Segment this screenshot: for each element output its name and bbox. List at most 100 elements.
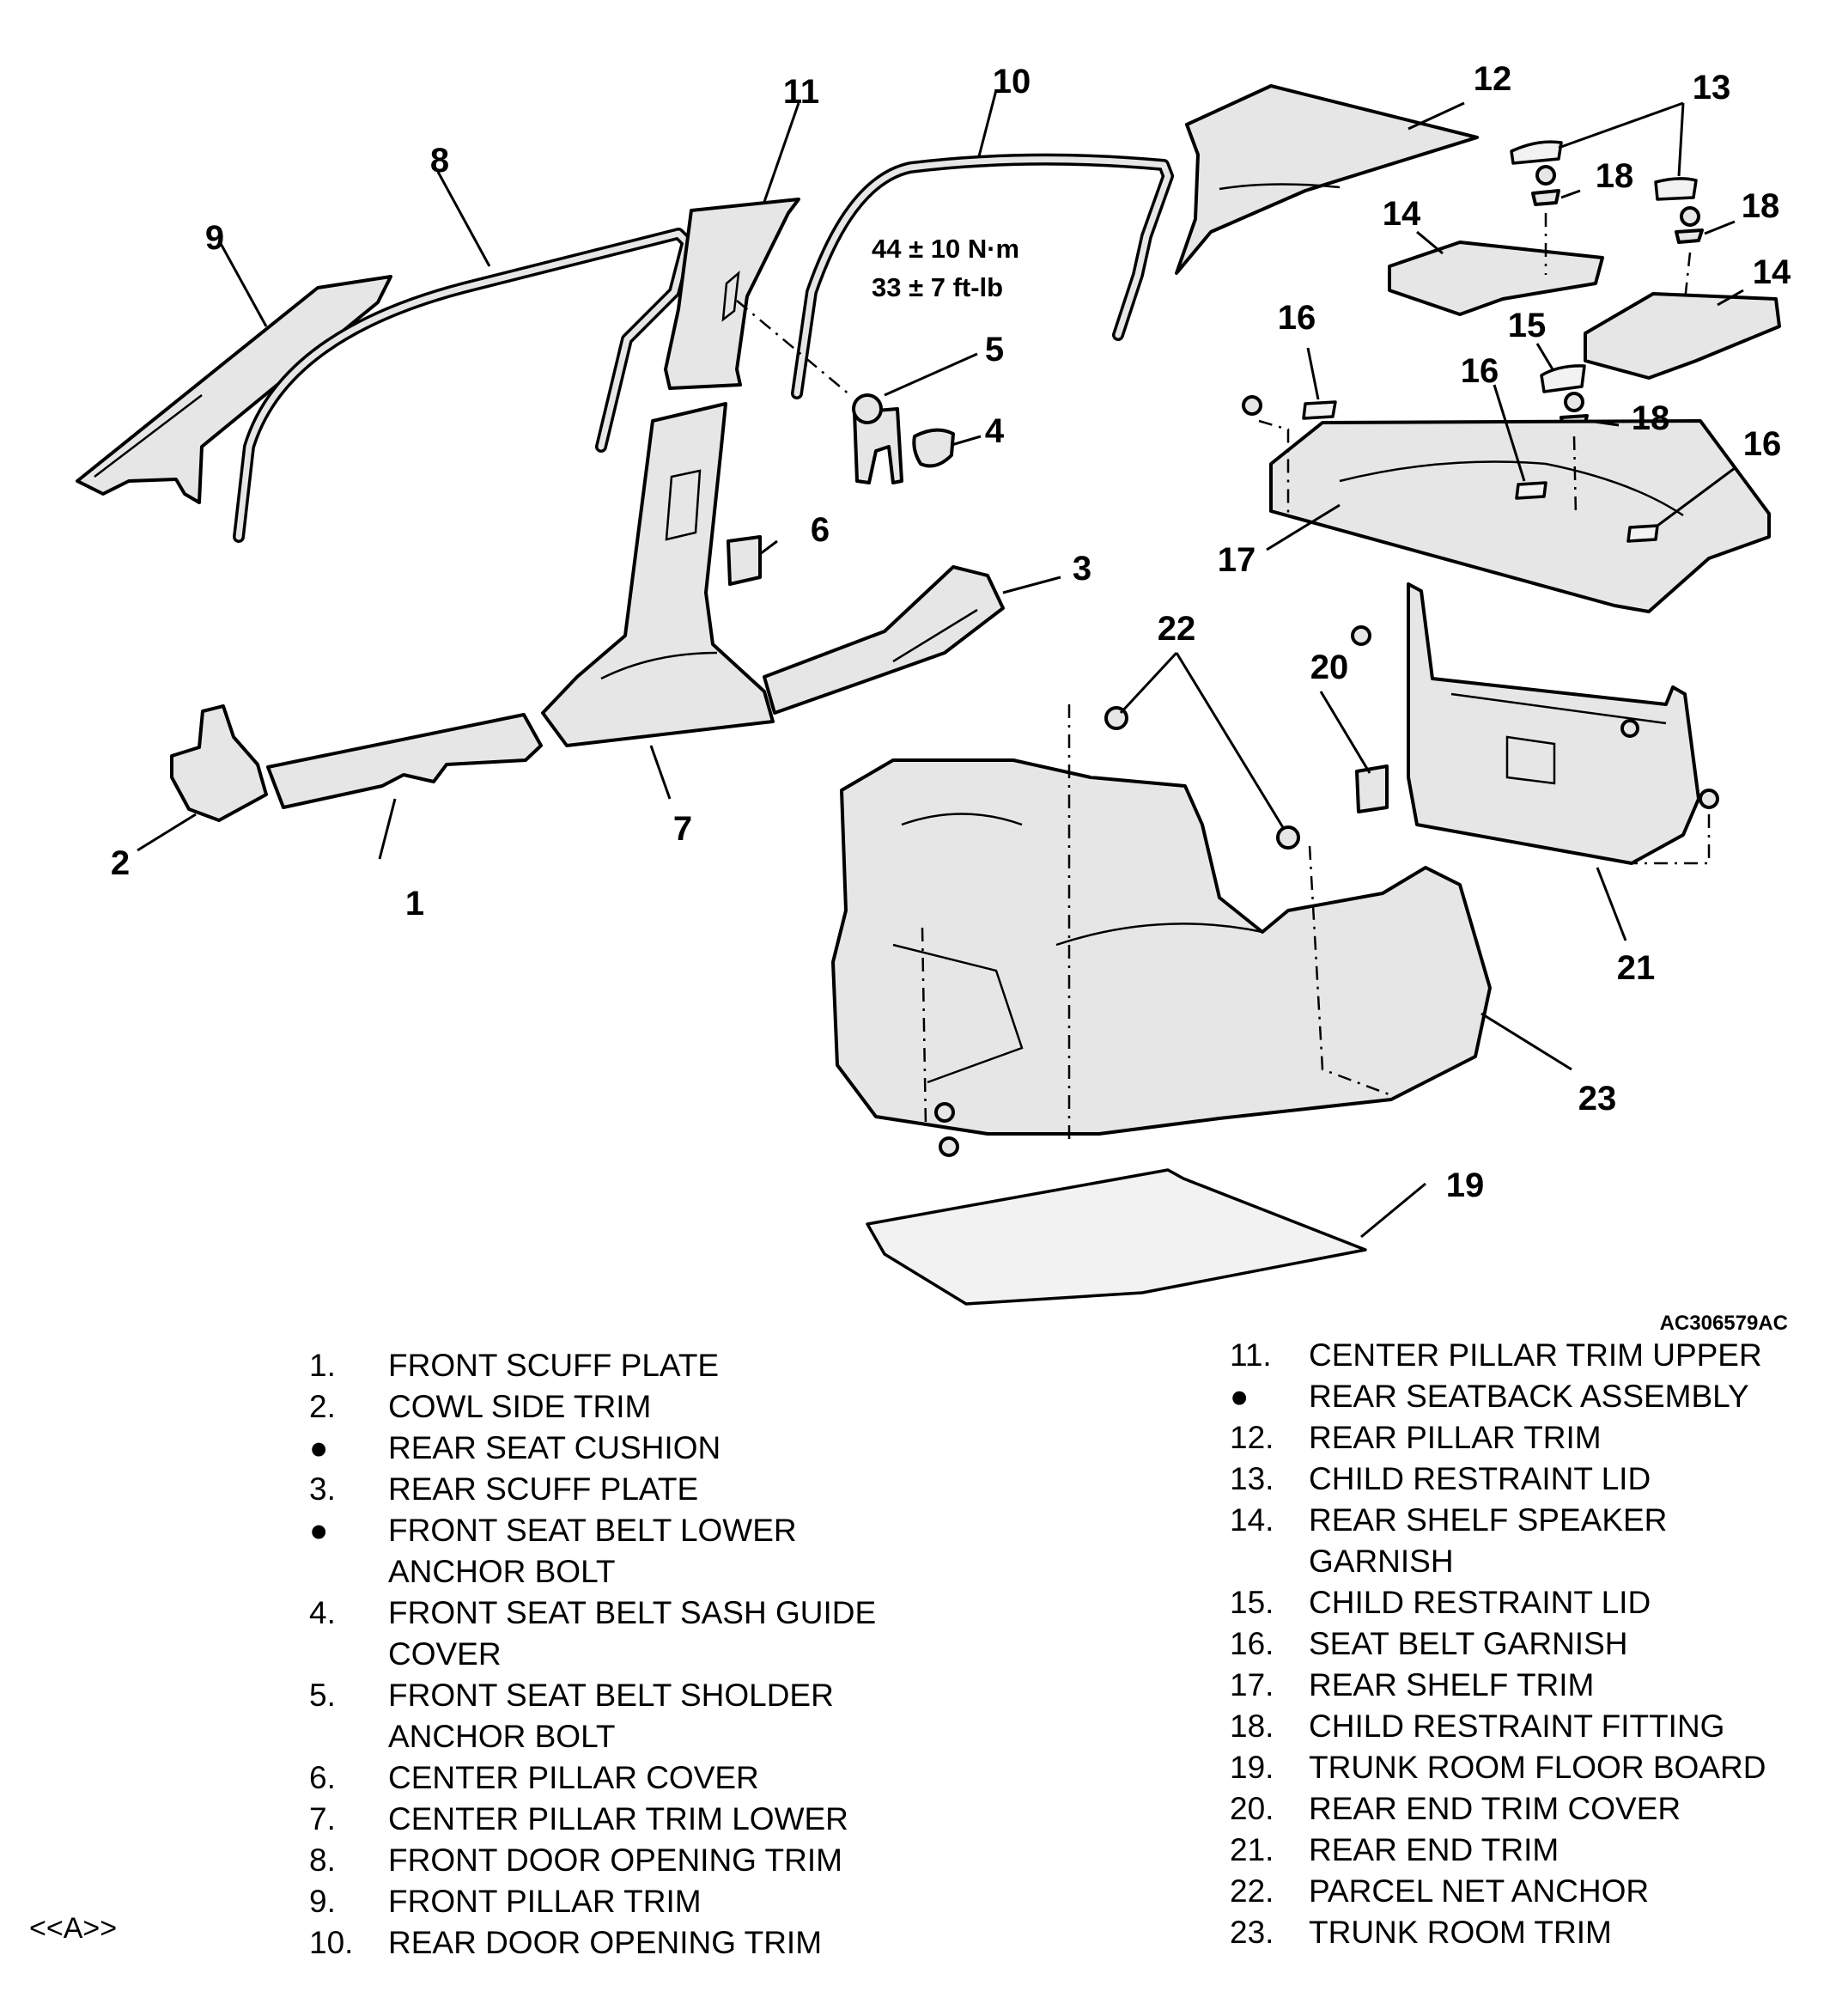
front-door-opening-trim — [233, 228, 693, 543]
callout-13: 13 — [1693, 69, 1731, 107]
legend-number: 5. — [309, 1678, 336, 1713]
legend-label: COWL SIDE TRIM — [388, 1389, 652, 1424]
legend-item: COVER — [309, 1634, 876, 1675]
legend-label: CHILD RESTRAINT FITTING — [1309, 1708, 1725, 1744]
legend-label: PARCEL NET ANCHOR — [1309, 1873, 1650, 1909]
callout-11: 11 — [783, 73, 819, 111]
legend-label: REAR END TRIM COVER — [1309, 1791, 1681, 1826]
rear-pillar-trim — [1175, 84, 1479, 275]
legend-item: 15. CHILD RESTRAINT LID — [1230, 1582, 1766, 1623]
exploded-trim-diagram: 1 2 3 4 5 6 7 8 9 10 11 12 13 14 14 15 1… — [76, 60, 1791, 1335]
center-pillar-trim-upper — [664, 198, 800, 390]
callout-18c: 18 — [1632, 399, 1670, 437]
legend-bullet: ● — [309, 1430, 329, 1465]
trunk-room-trim — [831, 758, 1492, 1136]
legend-number: 17. — [1230, 1667, 1274, 1702]
legend-label: REAR END TRIM — [1309, 1832, 1560, 1867]
legend-item: 7.CENTER PILLAR TRIM LOWER — [309, 1799, 876, 1840]
callout-18a: 18 — [1596, 157, 1634, 195]
legend-item: 14.REAR SHELF SPEAKER — [1230, 1500, 1766, 1541]
callout-22: 22 — [1158, 610, 1196, 648]
callout-20: 20 — [1310, 649, 1349, 686]
legend-item: 12. REAR PILLAR TRIM — [1230, 1417, 1766, 1459]
legend-item: ●REAR SEATBACK ASSEMBLY — [1230, 1376, 1766, 1417]
callout-5: 5 — [985, 331, 1004, 368]
rear-end-trim — [1355, 582, 1700, 865]
rear-shelf-speaker-garnish — [1388, 241, 1781, 380]
legend-number: 23. — [1230, 1915, 1274, 1950]
legend-number: 4. — [309, 1595, 336, 1630]
legend-item: 4.FRONT SEAT BELT SASH GUIDE — [309, 1593, 876, 1634]
legend-item: 5. FRONT SEAT BELT SHOLDER — [309, 1675, 876, 1716]
legend-item: 19. TRUNK ROOM FLOOR BOARD — [1230, 1747, 1766, 1788]
legend-item: 22.PARCEL NET ANCHOR — [1230, 1871, 1766, 1912]
rear-shelf-trim — [1269, 400, 1771, 613]
legend-item: 9. FRONT PILLAR TRIM — [309, 1881, 876, 1922]
legend-item: 18. CHILD RESTRAINT FITTING — [1230, 1706, 1766, 1747]
legend-number: 8. — [309, 1842, 336, 1878]
child-restraint-lids — [1510, 140, 1698, 201]
legend-item: ● REAR SEAT CUSHION — [309, 1428, 876, 1469]
legend-number: 10. — [309, 1925, 354, 1960]
legend-label: CHILD RESTRAINT LID — [1309, 1585, 1651, 1620]
cowl-side-trim — [170, 704, 268, 822]
legend-label: TRUNK ROOM TRIM — [1309, 1915, 1612, 1950]
legend-label: CHILD RESTRAINT LID — [1309, 1461, 1651, 1496]
legend-number: 3. — [309, 1471, 336, 1507]
legend-label: REAR SHELF TRIM — [1309, 1667, 1595, 1702]
legend-label: FRONT PILLAR TRIM — [388, 1884, 702, 1919]
rear-scuff-plate — [763, 565, 1005, 715]
legend-number: 15. — [1230, 1585, 1274, 1620]
legend-number: 9. — [309, 1884, 336, 1919]
legend-label: GARNISH — [1309, 1544, 1454, 1579]
legend-label: REAR DOOR OPENING TRIM — [388, 1925, 823, 1960]
callout-7: 7 — [673, 810, 692, 848]
callout-16a: 16 — [1278, 299, 1316, 337]
front-pillar-trim — [76, 275, 392, 504]
legend-item: 20.REAR END TRIM COVER — [1230, 1788, 1766, 1830]
legend-bullet: ● — [309, 1513, 329, 1548]
legend-label: REAR SEAT CUSHION — [388, 1430, 721, 1465]
legend-number: 21. — [1230, 1832, 1274, 1867]
callout-14b: 14 — [1753, 253, 1791, 291]
callout-3: 3 — [1073, 550, 1091, 588]
legend-label: FRONT SEAT BELT LOWER — [388, 1513, 797, 1548]
legend-item: ANCHOR BOLT — [309, 1551, 876, 1593]
legend-item: 6.CENTER PILLAR COVER — [309, 1757, 876, 1799]
legend-label: FRONT SEAT BELT SHOLDER — [388, 1678, 834, 1713]
figure-code: AC306579AC — [1660, 1312, 1788, 1335]
torque-metric: 44 ± 10 N·m — [872, 234, 1019, 264]
legend-label: REAR PILLAR TRIM — [1309, 1420, 1602, 1455]
callout-15: 15 — [1508, 307, 1547, 344]
trunk-floor-board — [866, 1168, 1367, 1306]
legend-item: 1.FRONT SCUFF PLATE — [309, 1345, 876, 1386]
rear-door-opening-trim — [791, 153, 1174, 399]
legend-number: 13. — [1230, 1461, 1274, 1496]
legend-number: 19. — [1230, 1750, 1274, 1785]
shoulder-anchor-assembly — [852, 393, 955, 484]
legend-number: 16. — [1230, 1626, 1274, 1661]
legend-label: TRUNK ROOM FLOOR BOARD — [1309, 1750, 1766, 1785]
legend-number: 18. — [1230, 1708, 1274, 1744]
legend-item: 23. TRUNK ROOM TRIM — [1230, 1912, 1766, 1953]
legend-item: 3.REAR SCUFF PLATE — [309, 1469, 876, 1510]
legend-number: 2. — [309, 1389, 336, 1424]
torque-imperial: 33 ± 7 ft-lb — [872, 272, 1003, 302]
callout-4: 4 — [985, 412, 1005, 450]
callout-16c: 16 — [1743, 425, 1782, 463]
legend-item: 11.CENTER PILLAR TRIM UPPER — [1230, 1335, 1766, 1376]
callout-9: 9 — [205, 219, 224, 257]
child-restraint-lid-15 — [1540, 364, 1586, 393]
parts-legend-left: 1.FRONT SCUFF PLATE 2. COWL SIDE TRIM ● RE… — [309, 1345, 876, 1964]
callout-16b: 16 — [1461, 352, 1499, 390]
legend-label: ANCHOR BOLT — [388, 1719, 616, 1754]
legend-number: 12. — [1230, 1420, 1274, 1455]
callout-19: 19 — [1446, 1166, 1485, 1204]
legend-item: 13. CHILD RESTRAINT LID — [1230, 1459, 1766, 1500]
callout-21: 21 — [1617, 949, 1656, 987]
callout-18b: 18 — [1742, 187, 1780, 225]
callout-numbers: 1 2 3 4 5 6 7 8 9 10 11 12 13 14 14 15 1… — [111, 60, 1791, 1204]
callout-12: 12 — [1474, 60, 1512, 98]
legend-item: 17. REAR SHELF TRIM — [1230, 1665, 1766, 1706]
legend-label: CENTER PILLAR TRIM LOWER — [388, 1801, 848, 1836]
